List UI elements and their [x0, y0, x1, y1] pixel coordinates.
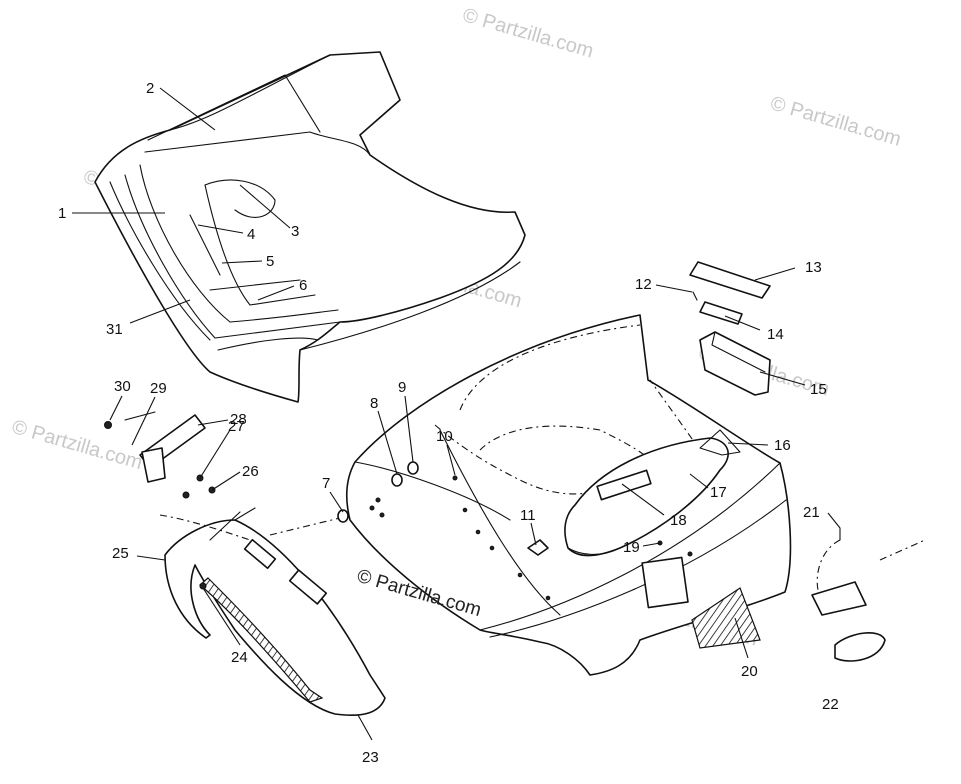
callout-22: 22 — [822, 696, 839, 713]
callout-4: 4 — [247, 226, 255, 243]
watermark-faint: © Partzilla.com — [460, 4, 596, 62]
callout-7: 7 — [322, 475, 330, 492]
callout-12: 12 — [635, 276, 652, 293]
callout-2: 2 — [146, 80, 154, 97]
callout-8: 8 — [370, 395, 378, 412]
callout-1: 1 — [58, 205, 66, 222]
callout-20: 20 — [741, 663, 758, 680]
callout-13: 13 — [805, 259, 822, 276]
grille-20 — [691, 587, 761, 649]
callout-29: 29 — [150, 380, 167, 397]
callout-6: 6 — [299, 277, 307, 294]
callout-10: 10 — [436, 428, 453, 445]
callout-15: 15 — [810, 381, 827, 398]
callout-30: 30 — [114, 378, 131, 395]
callout-14: 14 — [767, 326, 784, 343]
callout-21: 21 — [803, 504, 820, 521]
callout-labels: 1 2 3 4 5 6 7 8 9 10 11 12 13 14 15 16 1… — [58, 80, 839, 766]
bumper-assembly — [104, 411, 386, 716]
leader-lines — [72, 87, 841, 741]
callout-18: 18 — [670, 512, 687, 529]
hinge-assembly — [811, 527, 926, 662]
callout-27: 27 — [228, 418, 245, 435]
callout-26: 26 — [242, 463, 259, 480]
watermark-faint: © Partzilla.com — [9, 416, 145, 474]
callout-19: 19 — [623, 539, 640, 556]
clip-16 — [699, 429, 741, 456]
callout-17: 17 — [710, 484, 727, 501]
callout-31: 31 — [106, 321, 123, 338]
callout-5: 5 — [266, 253, 274, 270]
callout-24: 24 — [231, 649, 248, 666]
callout-3: 3 — [291, 223, 299, 240]
callout-9: 9 — [398, 379, 406, 396]
callout-28: 28 — [230, 411, 247, 428]
callout-25: 25 — [112, 545, 129, 562]
hood-assembly — [94, 51, 526, 403]
watermark-faint: © Partzilla.com — [768, 92, 904, 150]
nose-pan — [345, 314, 792, 676]
callout-11: 11 — [520, 507, 536, 524]
box-assembly — [689, 261, 771, 396]
callout-16: 16 — [774, 437, 791, 454]
callout-23: 23 — [362, 749, 379, 766]
